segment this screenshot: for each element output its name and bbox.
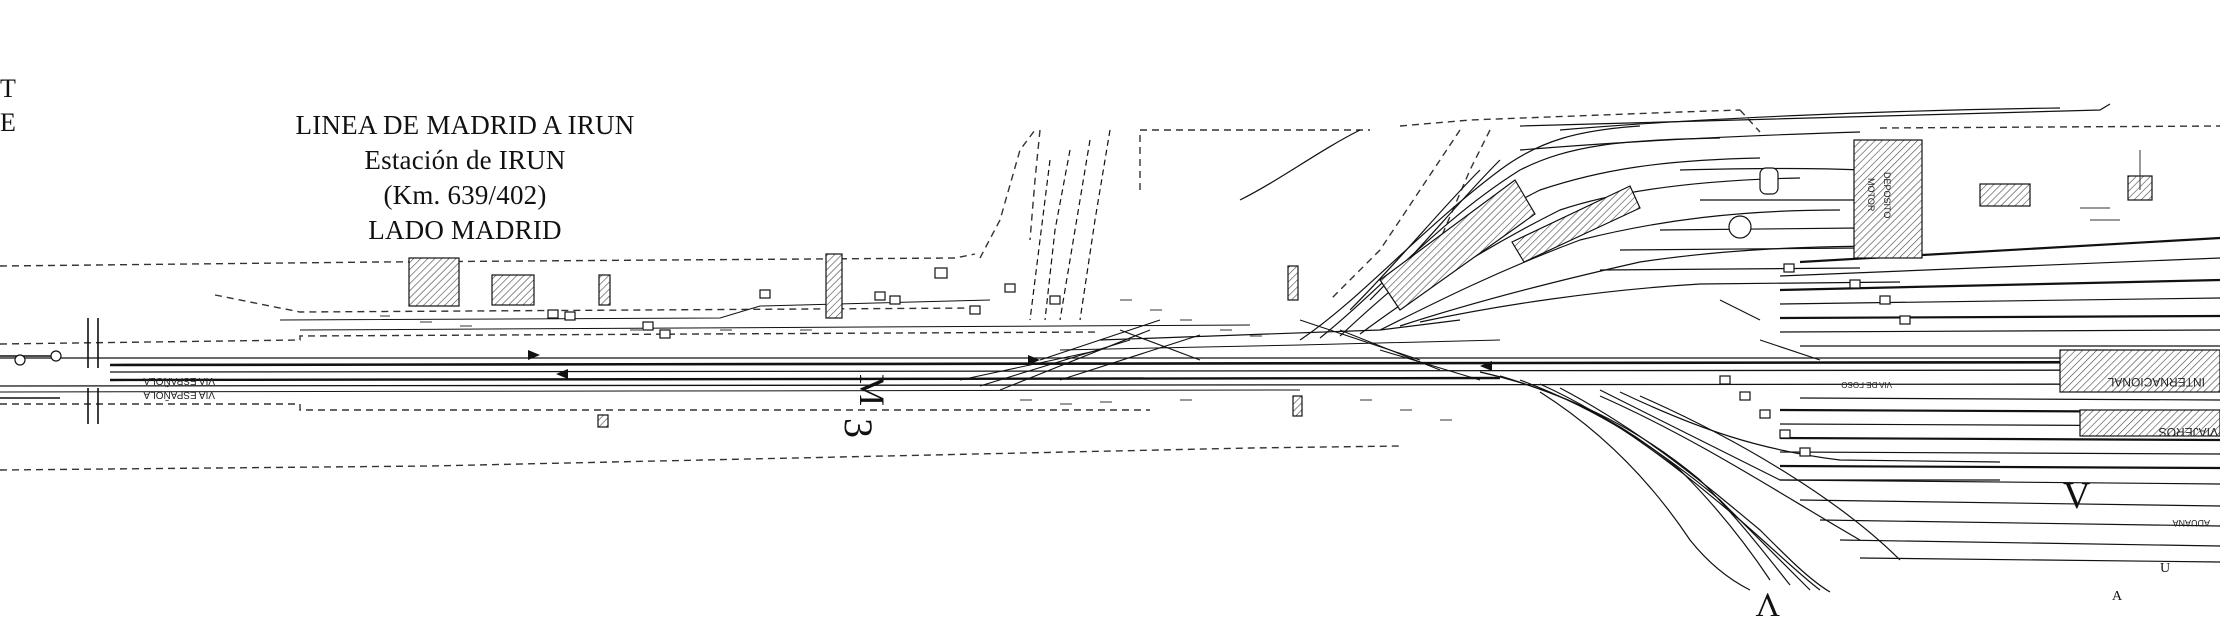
letter-m: M xyxy=(852,374,892,406)
letter-v-lower: V xyxy=(1755,586,1780,623)
letter-v: V xyxy=(2063,475,2091,517)
edge-text-line-2: E xyxy=(0,108,16,137)
label-aduana: ADUANA xyxy=(2172,518,2210,528)
track-labels: VIA ESPAÑOLA VIA ESPAÑOLA INTERNACIONAL … xyxy=(143,172,2218,528)
right-yard-tracks xyxy=(1779,236,2220,563)
label-via-espanola-upper: VIA ESPAÑOLA xyxy=(143,375,215,388)
letter-u: U xyxy=(2160,561,2170,576)
label-deposito: DEPOSITO xyxy=(1882,172,1892,218)
plan-title-block: LINEA DE MADRID A IRUN Estación de IRUN … xyxy=(255,108,675,248)
label-via-de-foso: VIA DE FOSO xyxy=(1841,380,1892,389)
large-letters: M 3 V V A U xyxy=(836,374,2170,623)
lower-fan-tracks xyxy=(1479,371,2001,593)
label-motor: MOTOR xyxy=(1866,178,1876,212)
upper-yard-tracks xyxy=(1239,103,2111,341)
label-viajeros: VIAJEROS xyxy=(2159,425,2218,439)
station-boundary-lines xyxy=(0,109,2220,471)
upper-branch-lines xyxy=(1029,129,1111,321)
crossovers xyxy=(959,299,1821,391)
cropped-edge-text: T E xyxy=(0,72,16,140)
label-internacional: INTERNACIONAL xyxy=(2107,375,2205,389)
direction-arrows xyxy=(528,350,1492,379)
letter-three: 3 xyxy=(836,418,881,438)
small-marks xyxy=(380,150,2141,421)
main-tracks xyxy=(0,299,2220,393)
station-name: Estación de IRUN xyxy=(364,145,566,175)
buildings xyxy=(408,139,2220,437)
kilometer-point: (Km. 639/402) xyxy=(383,180,547,210)
signals xyxy=(14,167,1911,457)
title-line: LINEA DE MADRID A IRUN xyxy=(295,110,635,140)
letter-a: A xyxy=(2112,589,2123,604)
side-label: LADO MADRID xyxy=(368,215,562,245)
left-limit-marks xyxy=(0,318,99,424)
label-via-espanola-lower: VIA ESPAÑOLA xyxy=(143,389,215,402)
edge-text-line-1: T xyxy=(0,74,16,103)
